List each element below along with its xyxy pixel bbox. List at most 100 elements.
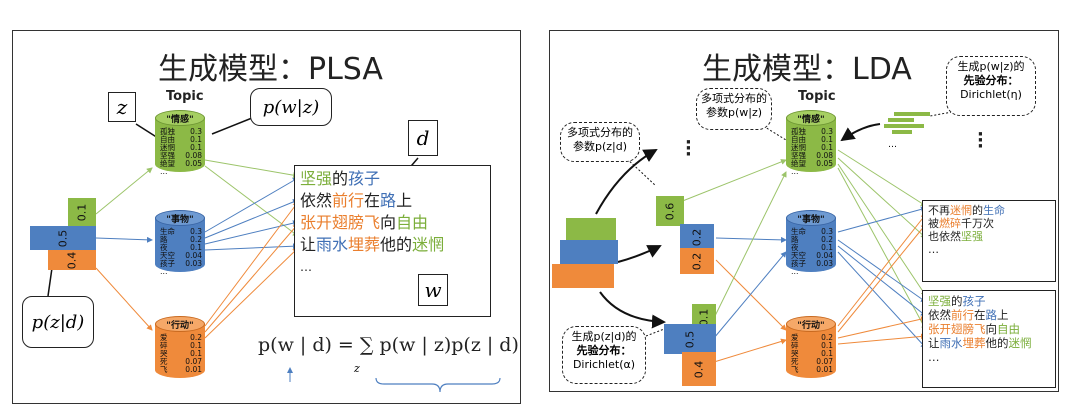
lda-doc1-bar-topic2: 0.2 bbox=[680, 224, 714, 250]
poem-line: 被燃碎千万次 bbox=[928, 217, 994, 230]
poem-line: … bbox=[928, 243, 939, 256]
topic-word-row: … bbox=[791, 267, 799, 276]
lda-title: 生成模型：LDA bbox=[702, 52, 912, 87]
poem-line: 张开翅膀飞向自由 bbox=[928, 322, 1020, 336]
note-p-w-given-z: p(w|z) bbox=[250, 88, 332, 126]
lda-vertical-ellipsis: ··· bbox=[977, 124, 984, 157]
lda-document-text-1: 不再迷惘的生命 被燃碎千万次 也依然坚强 … bbox=[928, 204, 1005, 256]
lda-note-multinomial-zd: 多项式分布的参数p(z|d) bbox=[560, 122, 640, 162]
plsa-formula: p(w | d) = ∑ p(w | z)p(z | d) bbox=[258, 334, 519, 356]
poem-line: 依然前行在路上 bbox=[300, 191, 413, 210]
lda-document-text-2: 坚强的孩子 依然前行在路上 张开翅膀飞向自由 让雨水埋葬他的迷惘 … bbox=[928, 294, 1032, 364]
lda-doc2-bar-topic2: 0.5 bbox=[664, 324, 716, 354]
topic-name: "行动" bbox=[797, 321, 825, 331]
lda-note-prior-wz: 生成p(w|z)的 先验分布： Dirichlet(η) bbox=[946, 56, 1036, 116]
plsa-title: 生成模型：PLSA bbox=[158, 52, 383, 87]
poem-line: … bbox=[300, 260, 312, 274]
poem-line: 不再迷惘的生命 bbox=[928, 204, 1005, 217]
topic-word-row: … bbox=[791, 167, 799, 176]
poem-line: 张开翅膀飞向自由 bbox=[300, 213, 429, 232]
plsa-document-text: 坚强的孩子 依然前行在路上 张开翅膀飞向自由 让雨水埋葬他的迷惘 … bbox=[300, 168, 444, 278]
poem-line: 让雨水埋葬他的迷惘 bbox=[300, 235, 445, 254]
topic-name: "行动" bbox=[166, 321, 194, 331]
plsa-topic-header: Topic bbox=[166, 89, 204, 104]
lda-doc2-bar-topic3: 0.4 bbox=[682, 352, 716, 386]
topic-name: "情感" bbox=[797, 115, 825, 125]
lda-vertical-ellipsis: ··· bbox=[685, 132, 692, 165]
lda-alpha-stack-orange bbox=[552, 264, 614, 288]
lda-doc1-bar-topic1: 0.6 bbox=[656, 196, 684, 226]
note-z: z bbox=[108, 92, 136, 122]
poem-line: 依然前行在路上 bbox=[928, 308, 1009, 322]
topic-name: "事物" bbox=[797, 215, 825, 225]
lda-topic-header: Topic bbox=[798, 89, 836, 104]
note-w: w bbox=[418, 274, 448, 306]
plsa-doc-bar-topic3: 0.4 bbox=[48, 250, 96, 270]
lda-alpha-stack-green bbox=[566, 218, 616, 240]
poem-line: 让雨水埋葬他的迷惘 bbox=[928, 336, 1032, 350]
note-d: d bbox=[408, 120, 438, 156]
plsa-doc-bar-topic1: 0.1 bbox=[68, 198, 96, 226]
note-p-z-given-d: p(z|d) bbox=[22, 296, 94, 348]
lda-document-box-1 bbox=[922, 200, 1056, 282]
poem-line: 也依然坚强 bbox=[928, 230, 983, 243]
lda-ellipsis: … bbox=[888, 140, 897, 150]
lda-note-prior-zd: 生成p(z|d)的 先验分布： Dirichlet(α) bbox=[562, 326, 646, 384]
plsa-document-box bbox=[294, 165, 491, 317]
lda-document-box-2 bbox=[922, 290, 1056, 388]
lda-eta-stack bbox=[884, 112, 936, 136]
topic-name: "事物" bbox=[166, 215, 194, 225]
poem-line: 坚强的孩子 bbox=[928, 294, 986, 308]
topic-name: "情感" bbox=[166, 115, 194, 125]
lda-doc1-bar-topic3: 0.2 bbox=[680, 248, 714, 274]
plsa-doc-bar-topic2: 0.5 bbox=[30, 226, 96, 250]
topic-word-row: … bbox=[160, 167, 168, 176]
lda-alpha-stack-blue bbox=[560, 240, 618, 264]
poem-line: 坚强的孩子 bbox=[300, 169, 381, 188]
topic-word-row: … bbox=[160, 267, 168, 276]
lda-note-multinomial-wz: 多项式分布的参数p(w|z) bbox=[696, 88, 772, 130]
plsa-formula-sub: z bbox=[354, 362, 360, 375]
poem-line: … bbox=[928, 350, 940, 364]
